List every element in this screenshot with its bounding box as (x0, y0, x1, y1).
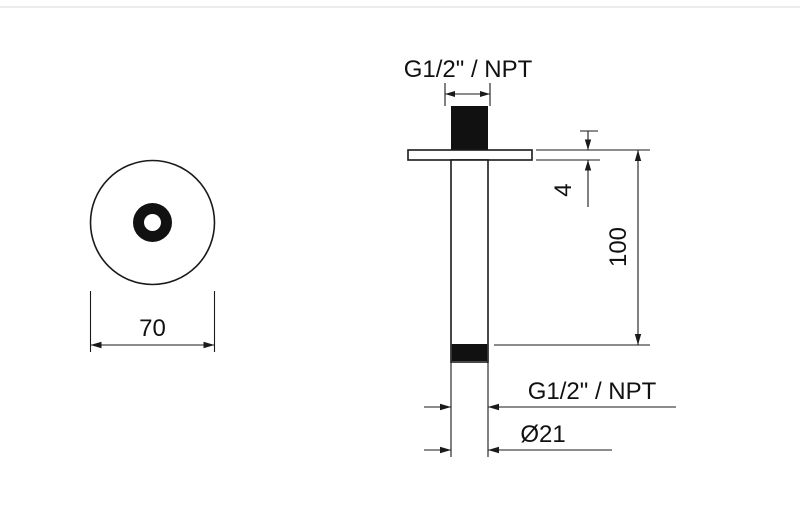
arrow-right-icon (440, 446, 451, 454)
arrow-left-icon (90, 341, 102, 349)
dimension-arm-length: 100 (494, 150, 650, 346)
dim-label-flange-thickness: 4 (550, 183, 577, 196)
dim-label-arm-length: 100 (605, 227, 632, 267)
ceiling-flange (407, 149, 533, 161)
arm-pipe (450, 159, 489, 363)
arrow-left-icon (488, 403, 499, 411)
dimension-flange-thickness: 4 (536, 130, 650, 207)
arrow-down-icon (634, 334, 642, 345)
pipe-extension-lines (450, 362, 489, 457)
inlet-hole (144, 214, 161, 231)
arrow-right-icon (480, 91, 490, 97)
arrow-up-icon (634, 150, 642, 161)
arrow-up-icon (584, 160, 592, 171)
arrow-right-icon (440, 403, 451, 411)
top-thread (451, 106, 488, 150)
arrow-down-icon (584, 139, 592, 150)
dimension-bottom-thread: G1/2" / NPT (424, 378, 676, 411)
arrow-left-icon (488, 446, 499, 454)
arrow-right-icon (203, 341, 215, 349)
top-view: 70 (89, 159, 216, 352)
side-view (407, 106, 533, 363)
dim-label-flange-diameter: 70 (139, 315, 166, 342)
dimension-pipe-diameter: Ø21 (424, 421, 612, 454)
bottom-thread-label: G1/2" / NPT (528, 378, 657, 405)
top-thread-label: G1/2" / NPT (404, 56, 533, 83)
dimension-flange-diameter: 70 (89, 291, 216, 352)
arrow-left-icon (445, 91, 455, 97)
dim-label-pipe-diameter: Ø21 (520, 421, 565, 448)
bottom-thread (451, 344, 488, 361)
dimension-top-thread: G1/2" / NPT (404, 56, 533, 106)
